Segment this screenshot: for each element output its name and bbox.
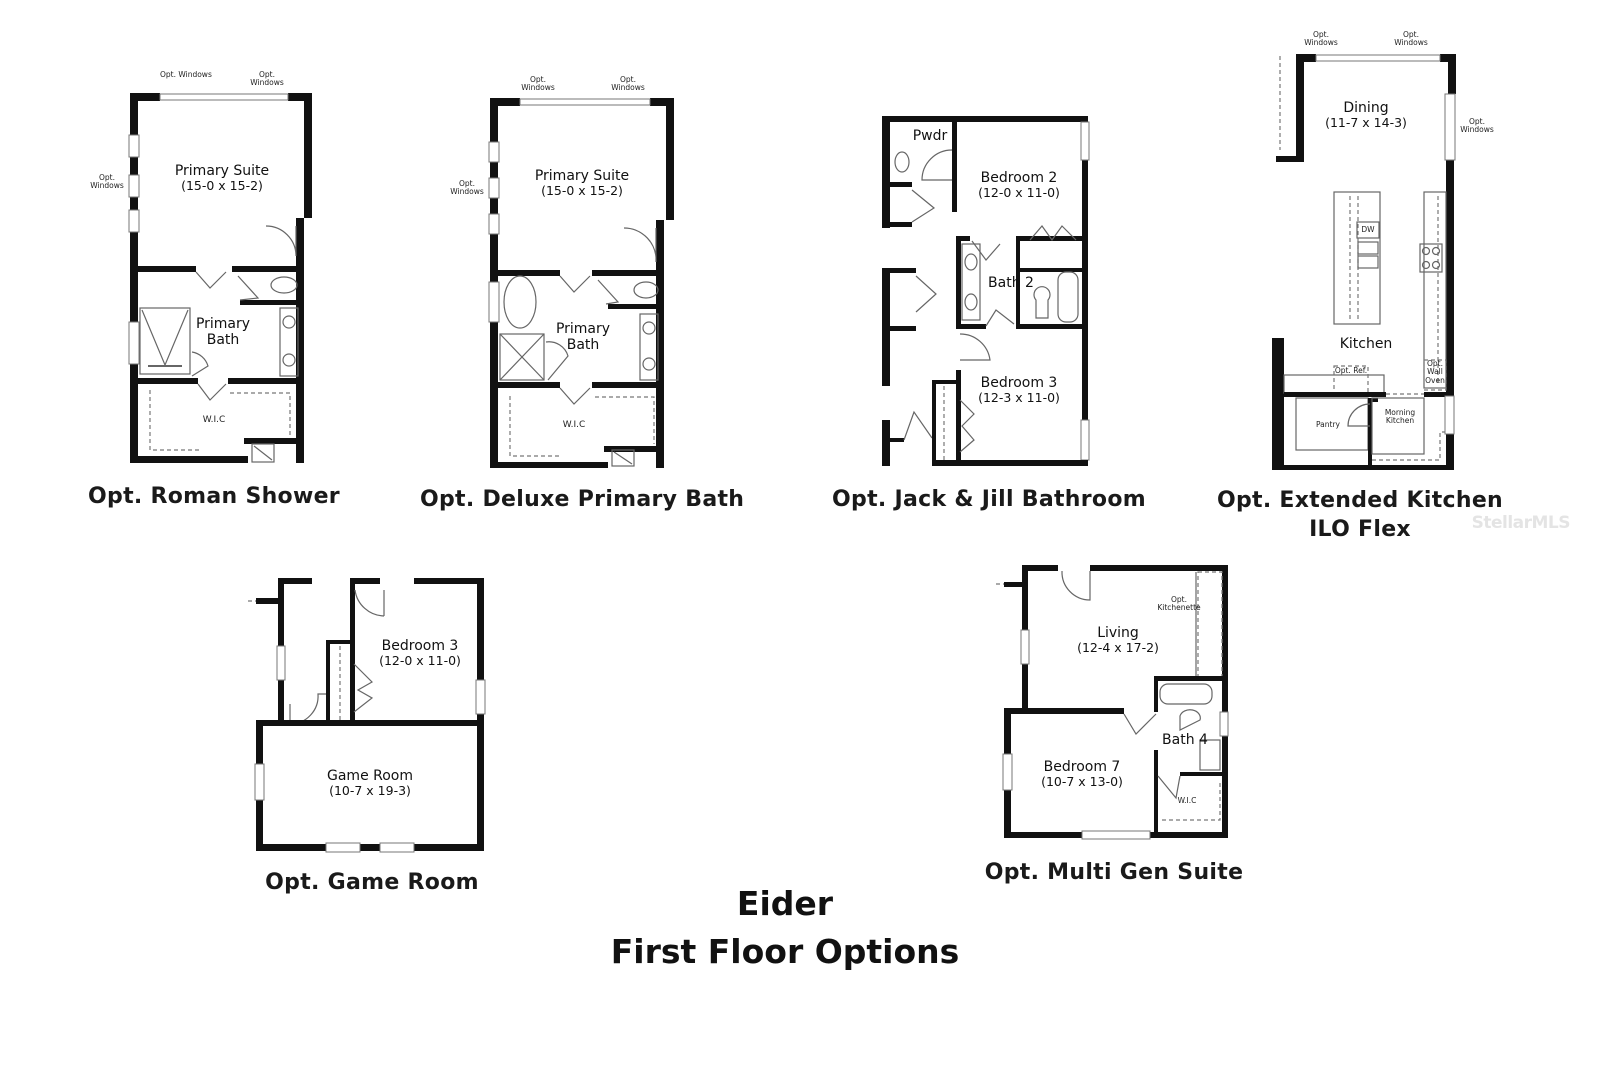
room-primary-bath: Primary Bath: [195, 316, 251, 349]
opt-windows-label: Opt. Windows: [521, 75, 555, 93]
watermark: StellarMLS: [1471, 513, 1571, 533]
caption-deluxe-primary-bath: Opt. Deluxe Primary Bath: [420, 487, 745, 512]
room-wic: W.I.C: [562, 420, 586, 430]
caption-roman-shower: Opt. Roman Shower: [88, 484, 340, 509]
opt-windows-label: Opt. Windows: [1394, 30, 1428, 48]
room-name: Bedroom 7: [1043, 759, 1121, 775]
opt-windows-label: Opt. Windows: [1460, 117, 1494, 135]
room-powder: Pwdr: [912, 128, 948, 144]
deluxe-bath-floorplan-drawing: [488, 98, 674, 468]
room-living: Living (12-4 x 17-2): [1066, 623, 1170, 656]
room-name: Game Room: [327, 768, 413, 784]
game-room-floorplan-drawing: [248, 578, 486, 853]
extended-kitchen-floorplan-drawing: [1272, 54, 1456, 470]
room-dimensions: (12-3 x 11-0): [978, 390, 1060, 406]
plan-jack-and-jill-bathroom: Pwdr Bedroom 2 (12-0 x 11-0) Bath 2 Bedr…: [0, 0, 1200, 520]
plan-roman-shower: Opt. Windows Opt. Windows Opt. Windows P…: [0, 0, 400, 520]
plan-multi-gen-suite: Opt. Kitchenette Living (12-4 x 17-2) Ba…: [984, 565, 1244, 885]
room-dimensions: (10-7 x 19-3): [329, 783, 411, 799]
room-name: Bedroom 3: [381, 638, 459, 654]
room-bedroom-3: Bedroom 3 (12-0 x 11-0): [372, 636, 468, 669]
caption-game-room: Opt. Game Room: [265, 870, 479, 895]
room-dimensions: (12-4 x 17-2): [1077, 640, 1159, 656]
room-dimensions: (10-7 x 13-0): [1041, 774, 1123, 790]
opt-wall-oven-label: Opt. Wall Oven: [1425, 359, 1445, 385]
room-primary-bath: Primary Bath: [555, 321, 611, 354]
opt-kitchenette-label: Opt. Kitchenette: [1157, 595, 1201, 613]
page-title-line-2: First Floor Options: [610, 932, 960, 971]
room-bath-2: Bath 2: [988, 275, 1034, 291]
room-name: Bedroom 2: [980, 170, 1058, 186]
jack-and-jill-floorplan-drawing: [882, 116, 1090, 466]
page-title-line-1: Eider: [736, 884, 834, 923]
opt-windows-label: Opt. Windows: [90, 173, 124, 191]
room-dimensions: (12-0 x 11-0): [978, 185, 1060, 201]
room-name: Primary Suite: [174, 163, 270, 179]
caption-line-1: Opt. Extended Kitchen: [1216, 488, 1504, 513]
room-dimensions: (15-0 x 15-2): [181, 178, 263, 194]
dishwasher-label: DW: [1361, 225, 1375, 234]
room-wic: W.I.C: [202, 415, 226, 425]
plan-deluxe-primary-bath: Opt. Windows Opt. Windows Opt. Windows P…: [0, 0, 800, 520]
caption-line-2: ILO Flex: [1309, 517, 1411, 542]
room-dimensions: (15-0 x 15-2): [541, 183, 623, 199]
room-bedroom-7: Bedroom 7 (10-7 x 13-0): [1030, 757, 1134, 790]
room-primary-suite: Primary Suite (15-0 x 15-2): [520, 166, 644, 199]
roman-shower-floorplan-drawing: [128, 93, 312, 463]
opt-windows-label: Opt. Windows: [611, 75, 645, 93]
room-dimensions: (11-7 x 14-3): [1325, 115, 1407, 131]
caption-multi-gen-suite: Opt. Multi Gen Suite: [984, 860, 1244, 885]
caption-extended-kitchen: Opt. Extended Kitchen ILO Flex: [1212, 488, 1508, 542]
room-name: Dining: [1343, 100, 1389, 116]
room-kitchen: Kitchen: [1339, 336, 1393, 352]
multi-gen-suite-floorplan-drawing: [996, 565, 1229, 840]
plan-game-room: Bedroom 3 (12-0 x 11-0) Game Room (10-7 …: [0, 0, 600, 900]
room-game-room: Game Room (10-7 x 19-3): [314, 766, 426, 799]
room-pantry: Pantry: [1316, 420, 1340, 429]
room-primary-suite: Primary Suite (15-0 x 15-2): [160, 161, 284, 194]
room-bath-4: Bath 4: [1162, 732, 1208, 748]
plan-extended-kitchen: Opt. Windows Opt. Windows Opt. Windows D…: [1212, 30, 1508, 542]
opt-windows-label: Opt. Windows: [250, 70, 284, 88]
caption-jack-and-jill-bathroom: Opt. Jack & Jill Bathroom: [832, 487, 1146, 512]
opt-windows-label: Opt. Windows: [450, 179, 484, 197]
room-bedroom-2: Bedroom 2 (12-0 x 11-0): [964, 168, 1074, 201]
opt-refrigerator-label: Opt. Ref.: [1334, 366, 1368, 375]
room-name: Living: [1097, 625, 1139, 641]
opt-windows-label: Opt. Windows: [1304, 30, 1338, 48]
room-wic: W.I.C: [1177, 796, 1197, 805]
room-name: Bedroom 3: [980, 375, 1058, 391]
room-name: Primary Suite: [534, 168, 630, 184]
room-dimensions: (12-0 x 11-0): [379, 653, 461, 669]
opt-windows-label: Opt. Windows: [160, 70, 212, 79]
room-bedroom-3: Bedroom 3 (12-3 x 11-0): [964, 373, 1074, 406]
room-dining: Dining (11-7 x 14-3): [1316, 98, 1416, 131]
room-morning-kitchen: Morning Kitchen: [1384, 408, 1416, 426]
